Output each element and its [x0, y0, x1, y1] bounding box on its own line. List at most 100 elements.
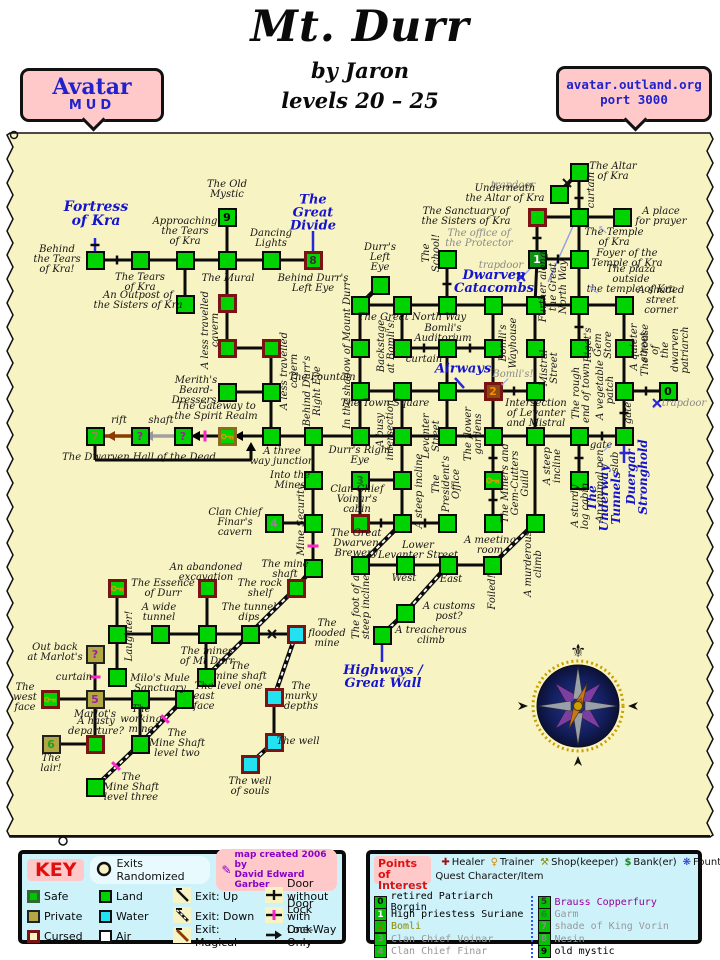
- map-label: A wide tunnel: [141, 602, 177, 623]
- map-room: [350, 381, 370, 401]
- key-legend-item-cursed: Cursed: [27, 926, 99, 946]
- key-legend-item-oneway: One-Way Only: [265, 923, 337, 949]
- map-room: [303, 426, 323, 446]
- map-room: [392, 426, 412, 446]
- map-label: Dwarven Catacombs: [454, 268, 534, 296]
- map-room: [107, 667, 127, 687]
- map-label: Mistral Street: [539, 349, 560, 387]
- pen-icon: ✎: [221, 863, 232, 877]
- map-label: Bomli's Wayhouse: [498, 317, 519, 369]
- map-label: Airways: [434, 361, 492, 377]
- map-room: 0: [658, 381, 678, 401]
- poi-number-chip: 5: [537, 895, 551, 909]
- map-label: The President's Office: [431, 455, 462, 513]
- map-label: gate: [589, 440, 613, 451]
- map-label: Mine Security: [296, 484, 307, 556]
- map-room: [569, 162, 589, 182]
- compass-rose-icon: ⚜: [518, 641, 638, 766]
- level-range: levels 20 – 25: [281, 88, 439, 113]
- map-label: Underneath the Altar of Kra: [465, 183, 545, 204]
- map-label: Dancing Lights: [249, 228, 293, 249]
- poi-icon-label: Trainer: [499, 857, 535, 868]
- map-room: [437, 295, 457, 315]
- key-legend-label: Door with Lock: [287, 896, 314, 936]
- map-label: Foiled!: [487, 574, 498, 610]
- key-legend-label: Safe: [44, 889, 69, 903]
- map-label: Duergar Stronghold: [624, 439, 650, 515]
- map-label: The east face: [193, 681, 215, 712]
- key-legend-label: Cursed: [44, 929, 83, 943]
- key-legend-label: Door without Lock: [287, 876, 329, 916]
- map-label: Behind Durr's Right Eye: [302, 355, 323, 427]
- map-room: [217, 293, 237, 313]
- map-room: [614, 295, 634, 315]
- map-label: The mines of Mt Durr: [179, 646, 235, 667]
- poi-number-chip: 1: [374, 908, 387, 922]
- map-label: A steep incline: [542, 447, 563, 485]
- key-legend-label: Exit: Down: [195, 909, 255, 923]
- map-room: [483, 470, 503, 490]
- map-label: Clan Chief Voinar's cabin: [330, 484, 384, 515]
- map-credit: ✎map created 2006 by David Edward Garber: [216, 849, 337, 891]
- map-room: [350, 338, 370, 358]
- poi-number-chip: 9: [537, 945, 551, 959]
- poi-legend-title: Points of Interest: [374, 856, 432, 891]
- key-legend-item-up: Exit: Up: [173, 886, 265, 906]
- poi-entry-name: High priestess Suriane: [391, 909, 524, 921]
- map-label: The murky depths: [283, 681, 319, 712]
- map-label: ↙: [499, 375, 511, 390]
- poi-entry-name: shade of King Vorin: [554, 921, 669, 933]
- map-room: [174, 689, 194, 709]
- map-room: [483, 295, 503, 315]
- map-label: curtain: [405, 354, 443, 365]
- server-address-badge: avatar.outland.org port 3000: [556, 66, 712, 132]
- map-room: [130, 689, 150, 709]
- map-room: 2: [483, 381, 503, 401]
- map-label: The Mine Shaft level three: [103, 772, 159, 803]
- key-legend-item-private: Private: [27, 906, 99, 926]
- map-label: The working mine: [120, 704, 162, 735]
- map-room: 4: [264, 513, 284, 533]
- poi-number-chip: 3: [374, 932, 387, 946]
- map-label: A vegetable patch: [595, 360, 616, 420]
- map-room: [217, 250, 237, 270]
- map-label: The lair!: [40, 753, 62, 774]
- map-label: Riget's Gem Store: [583, 327, 614, 363]
- lock-icon: [265, 906, 283, 926]
- map-room: [107, 578, 127, 598]
- map-label: A shaded street corner: [637, 285, 685, 316]
- bank-icon: $: [624, 857, 632, 868]
- poi-icon-key: ✚Healer♀Trainer⚒Shop(keeper)$Bank(er)❋Fo…: [435, 856, 720, 894]
- map-label: The Mine Shaft level two: [149, 728, 205, 759]
- map-key-legend: KEY Exits Randomized ✎map created 2006 b…: [18, 849, 346, 949]
- map-room: ?: [173, 426, 193, 446]
- magical-icon: [173, 926, 191, 946]
- map-room: [240, 624, 260, 644]
- map-room: [197, 624, 217, 644]
- map-label: The Great North Way: [357, 312, 467, 323]
- map-label: The Dwarven Hall of the Dead: [62, 452, 216, 463]
- key-legend-item-air: Air: [99, 926, 173, 946]
- map-label: A less travelled cavern: [200, 290, 221, 370]
- key-legend-label: Water: [116, 909, 149, 923]
- map-label: shaft: [148, 415, 174, 426]
- map-room: [437, 338, 457, 358]
- map-room: [264, 687, 284, 707]
- points-of-interest-legend: Points of Interest ✚Healer♀Trainer⚒Shop(…: [366, 850, 720, 959]
- map-author: by Jaron: [310, 58, 410, 83]
- cursed-icon: [27, 929, 40, 943]
- map-room: [525, 381, 545, 401]
- map-room: [150, 624, 170, 644]
- map-label: Behind the Tears of Kra!: [33, 244, 81, 275]
- map-room: [303, 558, 323, 578]
- map-room: [525, 338, 545, 358]
- map-label: Further along the Great North Way: [538, 251, 569, 323]
- poi-entry-name: Bomli: [391, 921, 422, 933]
- map-label: The Great Divide: [289, 192, 337, 234]
- map-room: [483, 426, 503, 446]
- map-label: Approaching the Tears of Kra: [152, 216, 218, 247]
- poi-icon-label: Quest Character/Item: [435, 871, 544, 882]
- map-room: [569, 207, 589, 227]
